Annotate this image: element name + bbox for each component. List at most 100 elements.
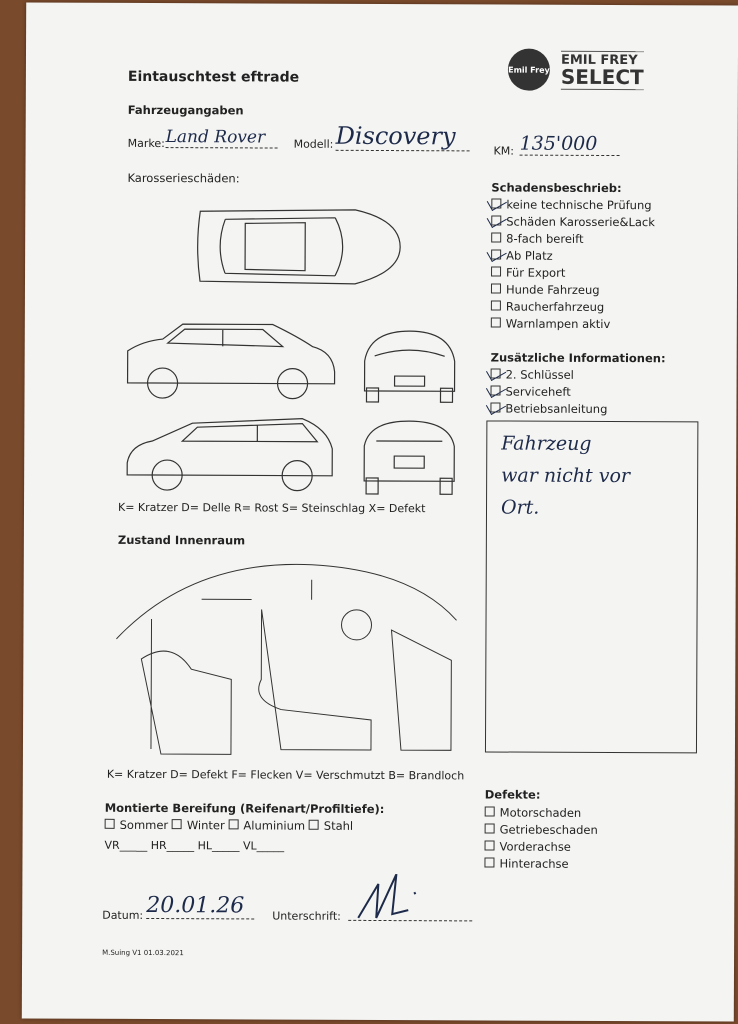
option-label: keine technische Prüfung (506, 197, 652, 213)
brand-field[interactable]: Land Rover (165, 127, 278, 149)
body-damage-legend: K= Kratzer D= Delle R= Rost S= Steinschl… (117, 500, 426, 516)
option-label: Aluminium (243, 818, 306, 833)
damage-description-heading: Schadensbeschrieb: (491, 180, 622, 196)
empty-box-icon (491, 266, 502, 277)
car-interior-diagram[interactable] (111, 559, 467, 761)
notes-text: Fahrzeug war nicht vor Ort. (487, 421, 697, 530)
empty-box-icon (308, 819, 319, 830)
checked-box-icon (490, 385, 501, 396)
checkbox-winter[interactable]: Winter (171, 818, 225, 833)
checked-box-icon (490, 368, 501, 379)
defects-heading: Defekte: (484, 787, 541, 802)
tire-type-options: Sommer Winter Aluminium Stahl (104, 817, 354, 835)
checkbox-2-schluessel[interactable]: 2. Schlüssel (490, 366, 608, 384)
checkbox-betriebsanleitung[interactable]: Betriebsanleitung (490, 400, 607, 418)
car-side-view-right-diagram[interactable] (122, 413, 342, 494)
empty-box-icon (484, 840, 495, 851)
inspection-form-paper: Emil Frey EMIL FREY SELECT Eintauschtest… (21, 2, 738, 1022)
defects-list: Motorschaden Getriebeschaden Vorderachse… (484, 804, 598, 872)
option-label: Ab Platz (506, 248, 553, 263)
checkbox-getriebeschaden[interactable]: Getriebeschaden (484, 821, 598, 838)
checked-box-icon (491, 215, 502, 226)
checked-box-icon (490, 402, 501, 413)
emblem-text: Emil Frey (508, 65, 550, 75)
note-line: Fahrzeug (501, 432, 592, 455)
notes-box[interactable]: Fahrzeug war nicht vor Ort. (484, 420, 699, 754)
option-label: Winter (186, 818, 225, 833)
option-label: Vorderachse (499, 839, 571, 854)
checked-box-icon (491, 249, 502, 260)
handwritten-signature (357, 873, 417, 919)
empty-box-icon (484, 806, 495, 817)
checkbox-hunde-fahrzeug[interactable]: Hunde Fahrzeug (490, 281, 655, 299)
checkbox-keine-technische-pruefung[interactable]: keine technische Prüfung (491, 196, 655, 214)
empty-box-icon (490, 300, 501, 311)
tire-depth-fields[interactable]: VR_____ HR_____ HL_____ VL_____ (104, 838, 285, 853)
emil-frey-select-logo: EMIL FREY SELECT (560, 50, 644, 91)
option-label: Hinterachse (499, 856, 569, 871)
logo-line2: SELECT (560, 64, 644, 90)
empty-box-icon (228, 819, 239, 830)
option-label: Motorschaden (499, 805, 582, 820)
tires-heading: Montierte Bereifung (Reifenart/Profiltie… (104, 800, 385, 817)
option-label: Warnlampen aktiv (505, 316, 611, 332)
vehicle-heading: Fahrzeugangaben (127, 102, 244, 118)
checkbox-serviceheft[interactable]: Serviceheft (490, 383, 607, 401)
damage-description-list: keine technische Prüfung Schäden Karosse… (490, 196, 655, 333)
signature-field[interactable] (348, 873, 473, 922)
empty-box-icon (491, 232, 502, 243)
car-side-view-left-diagram[interactable] (122, 321, 342, 402)
additional-info-heading: Zusätzliche Informationen: (490, 350, 666, 366)
body-damage-heading: Karosserieschäden: (127, 170, 240, 186)
note-line: war nicht vor (501, 464, 631, 488)
option-label: 8-fach bereift (506, 231, 584, 246)
note-line: Ort. (500, 496, 540, 519)
model-label: Modell: (293, 137, 334, 151)
date-label: Datum: (102, 908, 144, 922)
option-label: Betriebsanleitung (505, 401, 608, 416)
checkbox-schaeden-karosserie-lack[interactable]: Schäden Karosserie&Lack (491, 213, 655, 231)
option-label: 2. Schlüssel (505, 367, 574, 382)
option-label: Für Export (506, 265, 566, 280)
checkbox-8-fach-bereift[interactable]: 8-fach bereift (491, 230, 655, 248)
checkbox-raucherfahrzeug[interactable]: Raucherfahrzeug (490, 298, 655, 316)
checkbox-motorschaden[interactable]: Motorschaden (484, 804, 598, 821)
emil-frey-emblem-logo: Emil Frey (507, 48, 551, 91)
empty-box-icon (490, 283, 501, 294)
option-label: Sommer (119, 817, 169, 833)
option-label: Raucherfahrzeug (505, 299, 605, 314)
option-label: Hunde Fahrzeug (505, 282, 600, 297)
empty-box-icon (484, 823, 495, 834)
checkbox-warnlampen-aktiv[interactable]: Warnlampen aktiv (490, 315, 655, 333)
option-label: Stahl (323, 818, 354, 833)
car-front-view-diagram[interactable] (354, 326, 464, 406)
km-label: KM: (493, 144, 515, 158)
km-field[interactable]: 135'000 (519, 132, 620, 157)
checkbox-fuer-export[interactable]: Für Export (491, 264, 655, 282)
empty-box-icon (490, 317, 501, 328)
checked-box-icon (491, 198, 502, 209)
checkbox-vorderachse[interactable]: Vorderachse (484, 838, 598, 855)
form-version: M.Suing V1 01.03.2021 (102, 948, 184, 958)
interior-legend: K= Kratzer D= Defekt F= Flecken V= Versc… (106, 767, 465, 783)
brand-label: Marke: (127, 136, 165, 151)
car-top-view-diagram[interactable] (185, 191, 405, 302)
date-field[interactable]: 20.01.26 (146, 892, 255, 920)
checkbox-aluminium[interactable]: Aluminium (228, 818, 306, 833)
signature-label: Unterschrift: (272, 909, 341, 923)
checkbox-stahl[interactable]: Stahl (308, 818, 354, 833)
additional-info-list: 2. Schlüssel Serviceheft Betriebsanleitu… (490, 366, 607, 418)
car-rear-view-diagram[interactable] (354, 416, 464, 501)
form-title: Eintauschtest eftrade (127, 68, 300, 86)
option-label: Schäden Karosserie&Lack (506, 214, 655, 230)
option-label: Getriebeschaden (499, 822, 598, 837)
checkbox-sommer[interactable]: Sommer (104, 817, 169, 833)
empty-box-icon (104, 818, 115, 829)
model-field[interactable]: Discovery (335, 121, 470, 152)
empty-box-icon (484, 857, 495, 868)
checkbox-hinterachse[interactable]: Hinterachse (484, 855, 597, 872)
checkbox-ab-platz[interactable]: Ab Platz (491, 247, 655, 265)
option-label: Serviceheft (505, 384, 571, 399)
interior-heading: Zustand Innenraum (117, 532, 246, 548)
empty-box-icon (171, 819, 182, 830)
